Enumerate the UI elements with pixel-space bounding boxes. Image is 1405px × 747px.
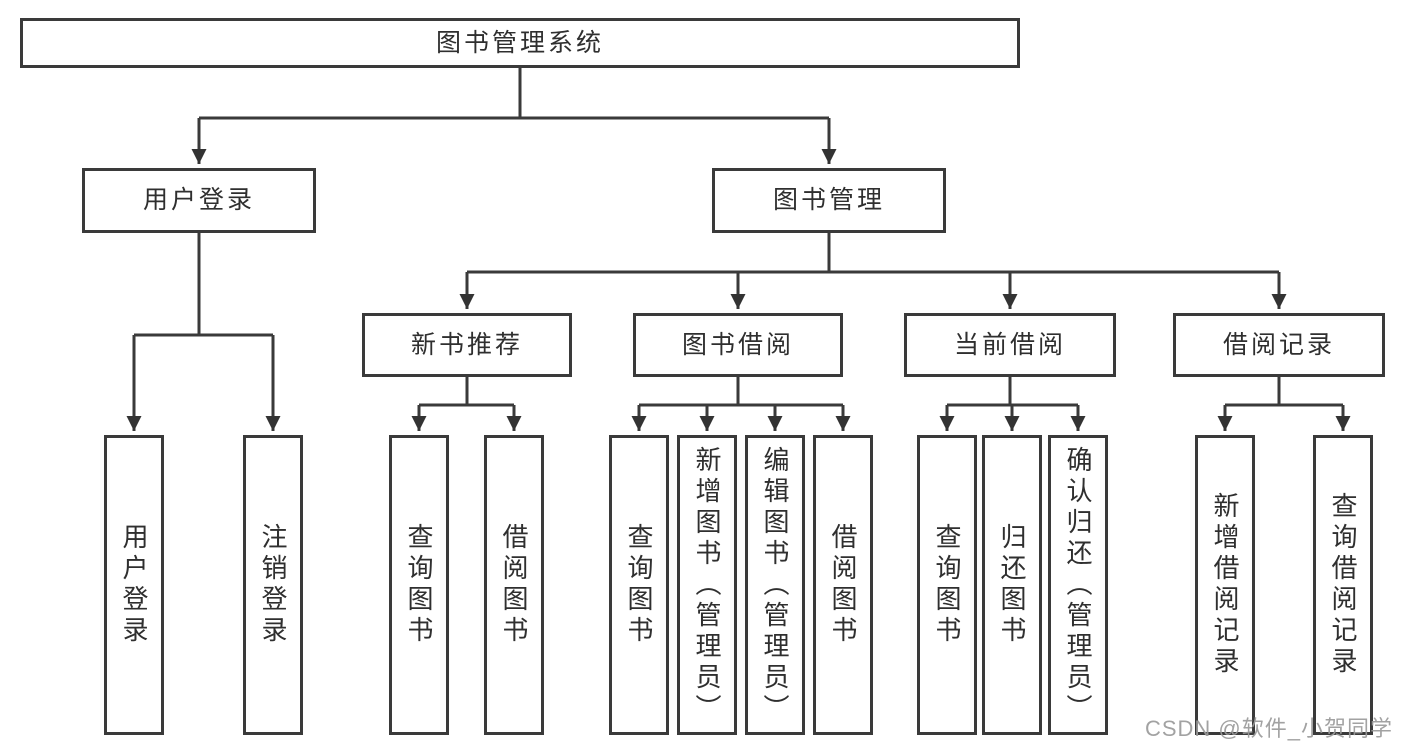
node-library-management-system: 图书管理系统 <box>20 18 1020 68</box>
leaf-label: 确认归还（管理员） <box>1063 445 1093 725</box>
node-borrow-records: 借阅记录 <box>1173 313 1385 377</box>
leaf-label: 借阅图书 <box>828 523 858 647</box>
leaf-label: 新增借阅记录 <box>1210 492 1240 678</box>
leaf-borrow-books-recommend: 借阅图书 <box>484 435 544 735</box>
leaf-user-login: 用户登录 <box>104 435 164 735</box>
node-label: 图书管理 <box>772 186 885 215</box>
leaf-label: 查询图书 <box>624 523 654 647</box>
csdn-watermark: CSDN @软件_小贺同学 <box>1144 716 1393 741</box>
leaf-label: 注销登录 <box>258 523 288 647</box>
node-book-borrow: 图书借阅 <box>633 313 843 377</box>
leaf-confirm-return-admin: 确认归还（管理员） <box>1048 435 1108 735</box>
leaf-label: 新增图书（管理员） <box>692 445 722 725</box>
leaf-query-books-current: 查询图书 <box>917 435 977 735</box>
node-label: 图书借阅 <box>681 330 794 359</box>
leaf-label: 编辑图书（管理员） <box>760 445 790 725</box>
leaf-return-books: 归还图书 <box>982 435 1042 735</box>
node-user-login: 用户登录 <box>82 168 316 233</box>
node-label: 图书管理系统 <box>435 28 604 57</box>
node-book-management: 图书管理 <box>712 168 946 233</box>
leaf-label: 查询借阅记录 <box>1328 492 1358 678</box>
node-label: 用户登录 <box>142 186 255 215</box>
leaf-logout: 注销登录 <box>243 435 303 735</box>
leaf-label: 归还图书 <box>997 523 1027 647</box>
leaf-query-books-recommend: 查询图书 <box>389 435 449 735</box>
leaf-add-books-admin: 新增图书（管理员） <box>677 435 737 735</box>
leaf-label: 查询图书 <box>932 523 962 647</box>
node-new-book-recommend: 新书推荐 <box>362 313 572 377</box>
node-current-borrow: 当前借阅 <box>904 313 1116 377</box>
leaf-query-borrow-record: 查询借阅记录 <box>1313 435 1373 735</box>
node-label: 当前借阅 <box>953 330 1066 359</box>
node-label: 借阅记录 <box>1222 330 1335 359</box>
leaf-label: 查询图书 <box>404 523 434 647</box>
leaf-label: 用户登录 <box>119 523 149 647</box>
leaf-label: 借阅图书 <box>499 523 529 647</box>
leaf-add-borrow-record: 新增借阅记录 <box>1195 435 1255 735</box>
leaf-query-books-borrow: 查询图书 <box>609 435 669 735</box>
node-label: 新书推荐 <box>410 330 523 359</box>
leaf-edit-books-admin: 编辑图书（管理员） <box>745 435 805 735</box>
leaf-borrow-books: 借阅图书 <box>813 435 873 735</box>
